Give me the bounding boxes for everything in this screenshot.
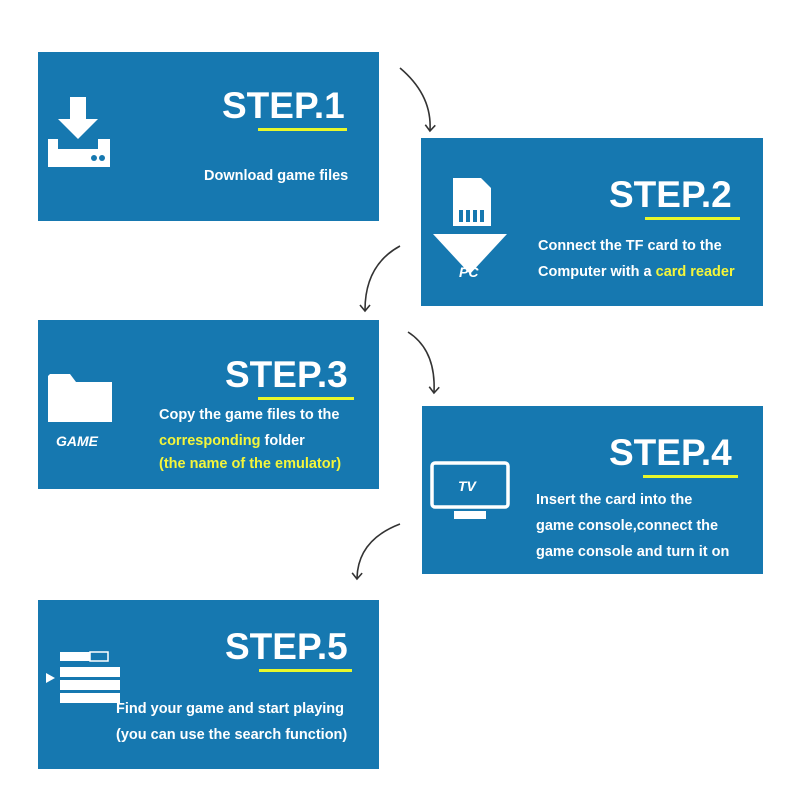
step-4-title: STEP.4 [609, 432, 732, 473]
arrow-step3-to-step4 [407, 331, 440, 395]
step-4-line-2: game console,connect the [536, 518, 719, 534]
step-3-line-3: (the name of the emulator) [159, 454, 341, 474]
step-2-line-1: Connect the TF card to the [538, 238, 722, 254]
step-5-line-2: (you can use the search function) [116, 727, 348, 743]
arrow-step4-to-step5 [351, 523, 401, 581]
step-3-line-1: Copy the game files to the [159, 407, 340, 423]
step-3-description: Copy the game files to the corresponding… [159, 402, 341, 474]
sd-card-to-pc-icon [433, 178, 507, 274]
step-4-description: Insert the card into the game console,co… [536, 487, 729, 565]
step-2-line-2: Computer with a card reader [538, 264, 735, 280]
emulator-name-highlight: (the name of the emulator) [159, 456, 342, 472]
step-2-underline [645, 217, 740, 220]
step-2-description: Connect the TF card to the Computer with… [538, 233, 735, 285]
step-5-description: Find your game and start playing (you ca… [116, 696, 347, 748]
step-3-underline [258, 397, 354, 400]
step-4-underline [643, 475, 738, 478]
step-4-panel: TV STEP.4 Insert the card into the game … [422, 406, 763, 574]
tv-icon [430, 461, 510, 519]
corresponding-highlight: corresponding [159, 433, 261, 449]
step-4-line-1: Insert the card into the [536, 492, 693, 508]
step-3-line-2: corresponding folder [159, 433, 305, 449]
arrow-step1-to-step2 [399, 67, 436, 133]
folder-icon [48, 374, 112, 422]
step-5-underline [259, 669, 352, 672]
download-icon [48, 97, 110, 167]
step-2-title: STEP.2 [609, 174, 732, 215]
step-1-underline [258, 128, 347, 131]
card-reader-highlight: card reader [655, 264, 735, 280]
step-5-line-1: Find your game and start playing [116, 701, 345, 717]
step-4-line-3: game console and turn it on [536, 544, 730, 560]
game-label: GAME [56, 433, 98, 449]
arrow-step2-to-step3 [359, 245, 401, 313]
step-5-panel: STEP.5 Find your game and start playing … [38, 600, 379, 769]
step-3-title: STEP.3 [225, 354, 348, 395]
step-1-description: Download game files [204, 163, 348, 189]
step-1-title: STEP.1 [222, 85, 345, 126]
step-1-panel: STEP.1 Download game files [38, 52, 379, 221]
step-3-panel: GAME STEP.3 Copy the game files to the c… [38, 320, 379, 489]
tv-label: TV [458, 478, 476, 494]
game-list-icon [46, 651, 120, 703]
pc-label: PC [459, 264, 479, 280]
step-2-panel: PC STEP.2 Connect the TF card to the Com… [421, 138, 763, 306]
step-5-title: STEP.5 [225, 626, 348, 667]
step-1-line-1: Download game files [204, 168, 349, 184]
